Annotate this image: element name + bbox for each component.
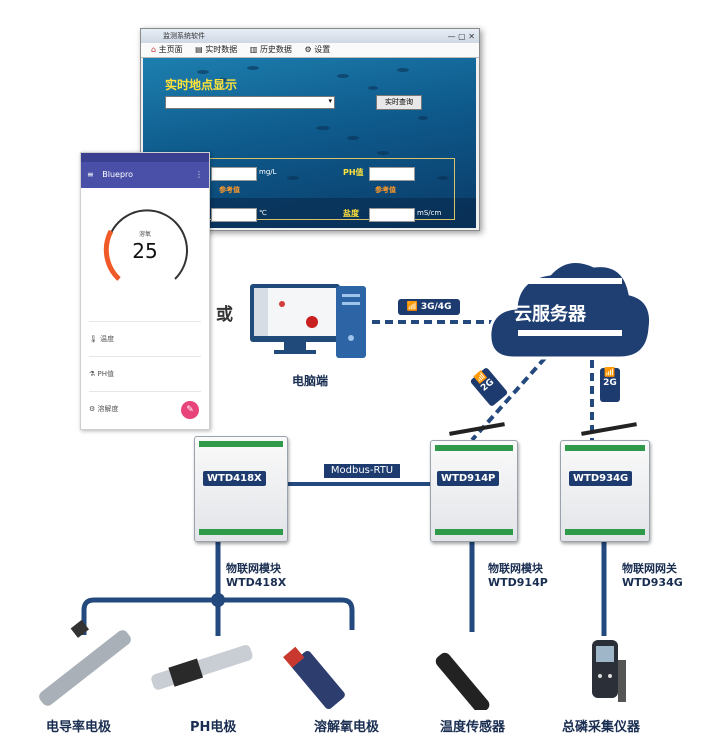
home-icon: ⌂ xyxy=(151,45,157,54)
device-wtd914p: WTD914P xyxy=(430,422,518,542)
window-titlebar: 监测系统软件 — ▢ ✕ xyxy=(141,29,479,43)
field-label-salinity: 盐度 xyxy=(343,209,359,218)
branch-node xyxy=(211,593,225,607)
sensor-label-temperature: 温度传感器 xyxy=(440,720,506,735)
device-model-wtd934g: WTD934G xyxy=(569,471,633,486)
gauge-fill-arc xyxy=(103,229,121,281)
field-label-ph: PH值 xyxy=(343,168,364,177)
conductivity-electrode-image xyxy=(39,620,131,706)
more-icon[interactable]: ⋮ xyxy=(195,170,203,179)
window-menu: ⌂ 主页面 ▤ 实时数据 ▥ 历史数据 ⚙ 设置 xyxy=(141,43,479,58)
phosphorus-analyzer-image xyxy=(592,640,626,702)
ph-electrode-image xyxy=(151,645,253,690)
device-caption-wtd934g-1: 物联网网关 xyxy=(622,562,677,575)
settings-icon: ⚙ xyxy=(304,45,312,54)
terminal-strip xyxy=(199,441,283,447)
window-controls[interactable]: — ▢ ✕ xyxy=(447,32,475,41)
device-caption-wtd934g-2: WTD934G xyxy=(622,576,683,589)
device-wtd418x: WTD418X xyxy=(194,436,288,542)
terminal-strip xyxy=(565,529,645,535)
pc-illustration xyxy=(250,284,366,358)
device-caption-wtd418x-1: 物联网模块 xyxy=(226,562,281,575)
modbus-label: Modbus-RTU xyxy=(324,464,400,478)
menu-item-home[interactable]: 主页面 xyxy=(158,45,183,54)
cloud-server-label: 云服务器 xyxy=(514,304,586,325)
terminal-strip xyxy=(435,529,513,535)
phone-app-bar: ≡ Bluepro ⋮ xyxy=(81,162,209,188)
field-input-salinity[interactable] xyxy=(369,208,415,222)
sensor-illustrations xyxy=(39,620,626,710)
gauge-dial xyxy=(103,209,188,281)
phone-item-temp-label: 温度 xyxy=(100,335,115,343)
query-button[interactable]: 实时查询 xyxy=(376,95,422,110)
device-caption-wtd418x-2: WTD418X xyxy=(226,576,287,589)
history-icon: ▥ xyxy=(249,45,258,54)
gauge-label: 溶氧 xyxy=(138,231,151,238)
realtime-icon: ▤ xyxy=(195,45,203,54)
phone-item-ph-label: PH值 xyxy=(97,370,115,378)
phone-item-temp[interactable]: 🌡 温度 xyxy=(89,321,201,356)
field-unit-do: mg/L xyxy=(259,168,277,176)
field-input-temp[interactable] xyxy=(211,208,257,222)
phone-item-solubility-label: 溶解度 xyxy=(97,405,119,413)
pc-label: 电脑端 xyxy=(292,374,329,388)
realtime-heading: 实时地点显示 xyxy=(165,78,238,92)
thermometer-icon: 🌡 xyxy=(89,335,98,343)
phone-item-ph[interactable]: ⚗ PH值 xyxy=(89,356,201,391)
field-sub-do: 参考值 xyxy=(219,186,240,194)
device-caption-wtd914p-2: WTD914P xyxy=(488,576,548,589)
network-3g4g-badge: 📶 3G/4G xyxy=(398,299,460,315)
ph-icon: ⚗ xyxy=(89,370,96,378)
sensor-label-phosphorus: 总磷采集仪器 xyxy=(562,720,641,735)
fab-button[interactable]: ✎ xyxy=(181,401,199,419)
menu-icon[interactable]: ≡ xyxy=(87,170,94,179)
wifi-icon: 📶 xyxy=(406,302,418,312)
temperature-sensor-image xyxy=(435,652,490,710)
gauge-value: 25 xyxy=(132,239,158,263)
or-label: 或 xyxy=(216,305,233,325)
location-select[interactable]: ▾ xyxy=(165,96,335,109)
sensor-icon: ⚙ xyxy=(89,405,96,413)
field-input-do[interactable] xyxy=(211,167,257,181)
phone-item-solubility[interactable]: ⚙ 溶解度 xyxy=(89,391,201,426)
device-model-wtd914p: WTD914P xyxy=(437,471,500,486)
network-2g-label-b: 2G xyxy=(603,378,617,388)
window-title: 监测系统软件 xyxy=(163,32,205,40)
network-2g-badge-b: 📶 2G xyxy=(600,368,620,402)
terminal-strip xyxy=(199,529,283,535)
device-model-wtd418x: WTD418X xyxy=(203,471,266,486)
terminal-strip xyxy=(565,445,645,451)
network-3g4g-label: 3G/4G xyxy=(420,302,452,312)
sensor-label-ph: PH电极 xyxy=(190,720,237,735)
dissolved-oxygen-electrode-image xyxy=(283,646,345,710)
sensor-label-do: 溶解氧电极 xyxy=(314,720,380,735)
sensor-label-conductivity: 电导率电极 xyxy=(46,720,112,735)
menu-item-settings[interactable]: 设置 xyxy=(314,45,331,54)
device-wtd934g: WTD934G xyxy=(560,422,650,542)
field-sub-ph: 参考值 xyxy=(375,186,396,194)
cloud-shape xyxy=(488,260,653,360)
phone-status-bar xyxy=(81,153,209,162)
field-unit-temp: ℃ xyxy=(259,209,267,217)
phone-app: ≡ Bluepro ⋮ 溶氧 25 🌡 温度 ⚗ PH值 ⚙ 溶解度 ✎ xyxy=(80,152,210,430)
menu-item-history[interactable]: 历史数据 xyxy=(259,45,292,54)
field-unit-salinity: mS/cm xyxy=(417,209,442,217)
menu-item-realtime[interactable]: 实时数据 xyxy=(205,45,238,54)
field-input-ph[interactable] xyxy=(369,167,415,181)
chevron-down-icon: ▾ xyxy=(328,97,332,105)
phone-app-title: Bluepro xyxy=(102,170,134,179)
wifi-icon: 📶 xyxy=(604,368,616,378)
device-caption-wtd914p-1: 物联网模块 xyxy=(488,562,543,575)
terminal-strip xyxy=(435,445,513,451)
